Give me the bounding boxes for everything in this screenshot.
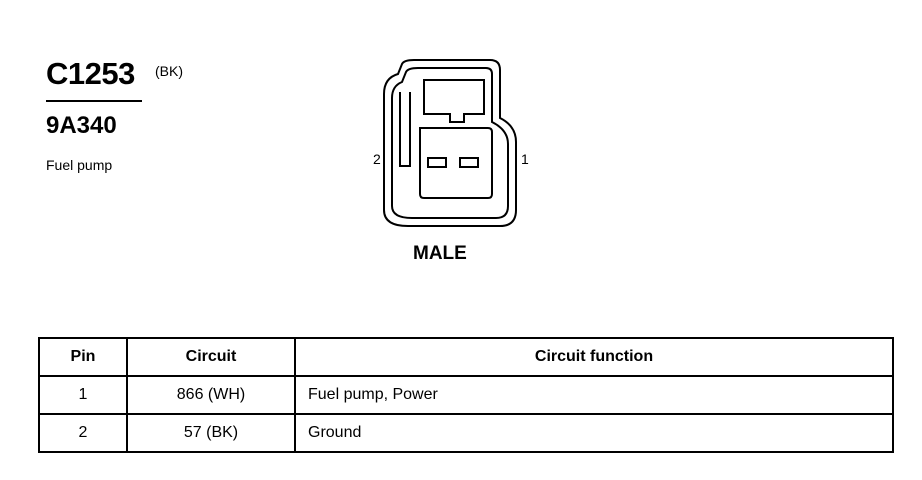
connector-gender-label: MALE — [413, 243, 467, 264]
cell-pin: 2 — [38, 413, 128, 453]
part-number: 9A340 — [46, 112, 117, 139]
table-header-row: Pin Circuit Circuit function — [38, 337, 894, 377]
pin-2-label: 2 — [373, 151, 381, 167]
connector-face-diagram — [383, 59, 517, 227]
connector-inner-housing — [391, 67, 509, 219]
pin-2-terminal — [427, 157, 447, 168]
cell-circuit: 866 (WH) — [126, 375, 296, 415]
title-underline — [46, 100, 142, 102]
header-pin: Pin — [38, 337, 128, 377]
table-row: 1 866 (WH) Fuel pump, Power — [38, 375, 894, 415]
contact-cavity — [419, 127, 493, 199]
connector-outer-housing — [383, 59, 517, 227]
side-notch — [399, 92, 411, 167]
cell-pin: 1 — [38, 375, 128, 415]
header-circuit: Circuit — [126, 337, 296, 377]
pin-table: Pin Circuit Circuit function 1 866 (WH) … — [38, 337, 894, 453]
cell-function: Fuel pump, Power — [294, 375, 894, 415]
connector-description: Fuel pump — [46, 157, 113, 173]
connector-id: C1253 — [46, 56, 135, 91]
connector-color: (BK) — [155, 63, 183, 79]
pin-1-terminal — [459, 157, 479, 168]
cell-circuit: 57 (BK) — [126, 413, 296, 453]
pin-1-label: 1 — [521, 151, 529, 167]
header-circuit-function: Circuit function — [294, 337, 894, 377]
table-row: 2 57 (BK) Ground — [38, 413, 894, 453]
cell-function: Ground — [294, 413, 894, 453]
latch-tab — [423, 79, 485, 123]
